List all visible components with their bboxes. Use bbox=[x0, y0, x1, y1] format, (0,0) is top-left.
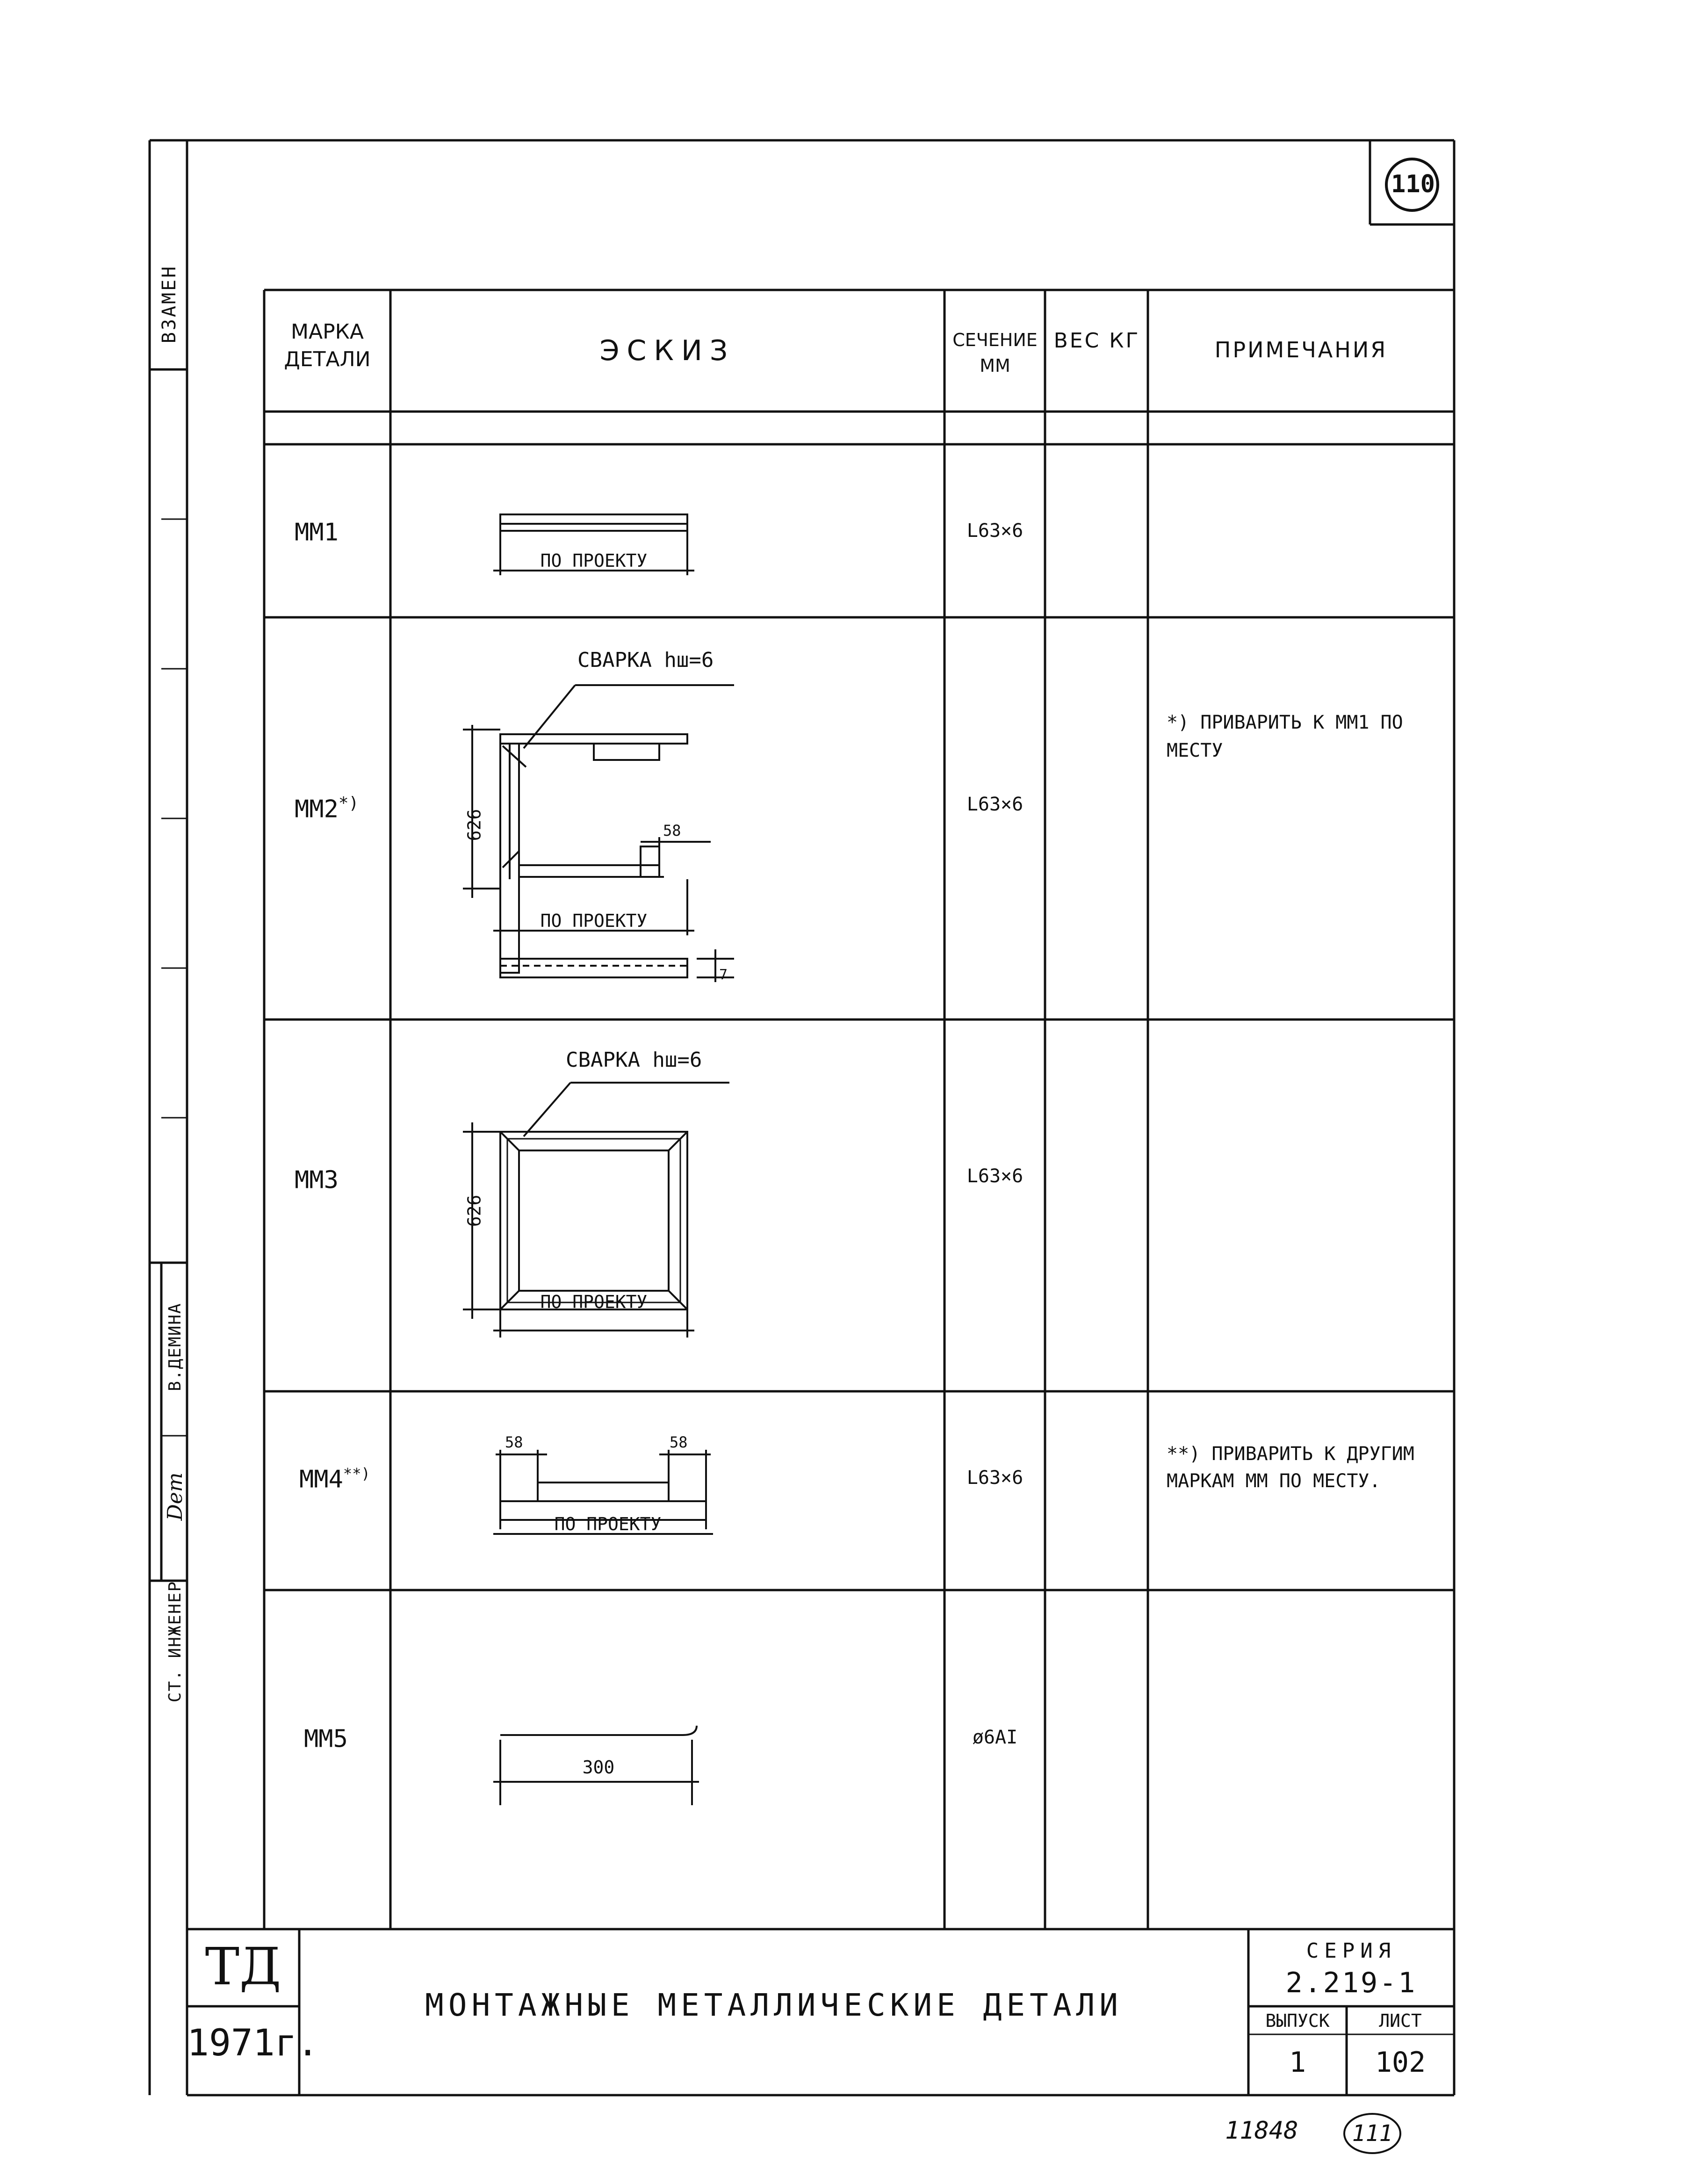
dim-small: 58 bbox=[663, 822, 681, 839]
sketch-mm4 bbox=[493, 1450, 713, 1535]
header-section: СЕЧЕНИЕ ММ bbox=[952, 330, 1038, 376]
row-note: **) ПРИВАРИТЬ К ДРУГИМ МАРКАМ ММ ПО МЕСТ… bbox=[1167, 1443, 1414, 1492]
drawing-title: МОНТАЖНЫЕ МЕТАЛЛИЧЕСКИЕ ДЕТАЛИ bbox=[425, 1987, 1123, 2023]
issue-value: 1 bbox=[1289, 2046, 1306, 2079]
row-section: L63×6 bbox=[966, 520, 1024, 542]
weld-label: СВАРКА hш=6 bbox=[577, 648, 714, 672]
footer-page: 111 bbox=[1352, 2120, 1393, 2147]
header-mark: МАРКА ДЕТАЛИ bbox=[284, 320, 371, 372]
header-weight: ВЕС КГ bbox=[1053, 329, 1140, 353]
weld-label: СВАРКА hш=6 bbox=[566, 1048, 702, 1072]
dim-left: 626 bbox=[464, 1194, 485, 1227]
sketch-mm1 bbox=[493, 513, 694, 575]
dim-left: 58 bbox=[505, 1433, 523, 1451]
header-notes: ПРИМЕЧАНИЯ bbox=[1214, 337, 1388, 362]
header-sketch: ЭСКИЗ bbox=[599, 334, 735, 367]
row-mark: ММ4**) bbox=[299, 1465, 370, 1494]
sheet-label: ЛИСТ bbox=[1379, 2010, 1422, 2031]
sheet-value: 102 bbox=[1375, 2046, 1426, 2079]
series-label: СЕРИЯ bbox=[1306, 1939, 1397, 1963]
stamp-signature: Dem bbox=[163, 1472, 187, 1521]
dim-left: 626 bbox=[464, 809, 485, 841]
dim-label: 300 bbox=[582, 1757, 615, 1778]
row-section: L63×6 bbox=[966, 1467, 1024, 1489]
dim-label: ПО ПРОЕКТУ bbox=[554, 1514, 662, 1534]
sketch-mm5 bbox=[493, 1725, 699, 1805]
row-mark: ММ2*) bbox=[295, 794, 359, 824]
dim-label: ПО ПРОЕКТУ bbox=[540, 550, 648, 571]
stamp-position: СТ. ИНЖЕНЕР bbox=[166, 1580, 185, 1703]
row-section: L63×6 bbox=[966, 794, 1024, 815]
row-mark: ММ1 bbox=[295, 518, 339, 547]
year: 1971г. bbox=[187, 2022, 319, 2064]
row-note: *) ПРИВАРИТЬ К ММ1 ПО МЕСТУ bbox=[1167, 712, 1403, 761]
dim-label: ПО ПРОЕКТУ bbox=[540, 911, 648, 931]
row-section: ø6AI bbox=[972, 1727, 1018, 1748]
series-value: 2.219-1 bbox=[1285, 1967, 1417, 1999]
sketch-mm2 bbox=[463, 684, 734, 982]
footer-number: 11848 bbox=[1225, 2117, 1298, 2145]
row-mark: ММ3 bbox=[295, 1166, 339, 1194]
sketch-mm3 bbox=[463, 1082, 729, 1338]
dim-side: 7 bbox=[719, 967, 728, 983]
dim-right: 58 bbox=[670, 1433, 688, 1451]
page-badge: 110 bbox=[1391, 170, 1435, 198]
dim-label: ПО ПРОЕКТУ bbox=[540, 1292, 648, 1312]
stamp-vzamen: ВЗАМЕН bbox=[159, 264, 180, 344]
issue-label: ВЫПУСК bbox=[1265, 2010, 1330, 2031]
stamp-author: В.ДЕМИНА bbox=[166, 1302, 185, 1391]
org-logo: ТД bbox=[205, 1937, 281, 1996]
row-mark: ММ5 bbox=[304, 1725, 348, 1753]
row-section: L63×6 bbox=[966, 1165, 1024, 1187]
